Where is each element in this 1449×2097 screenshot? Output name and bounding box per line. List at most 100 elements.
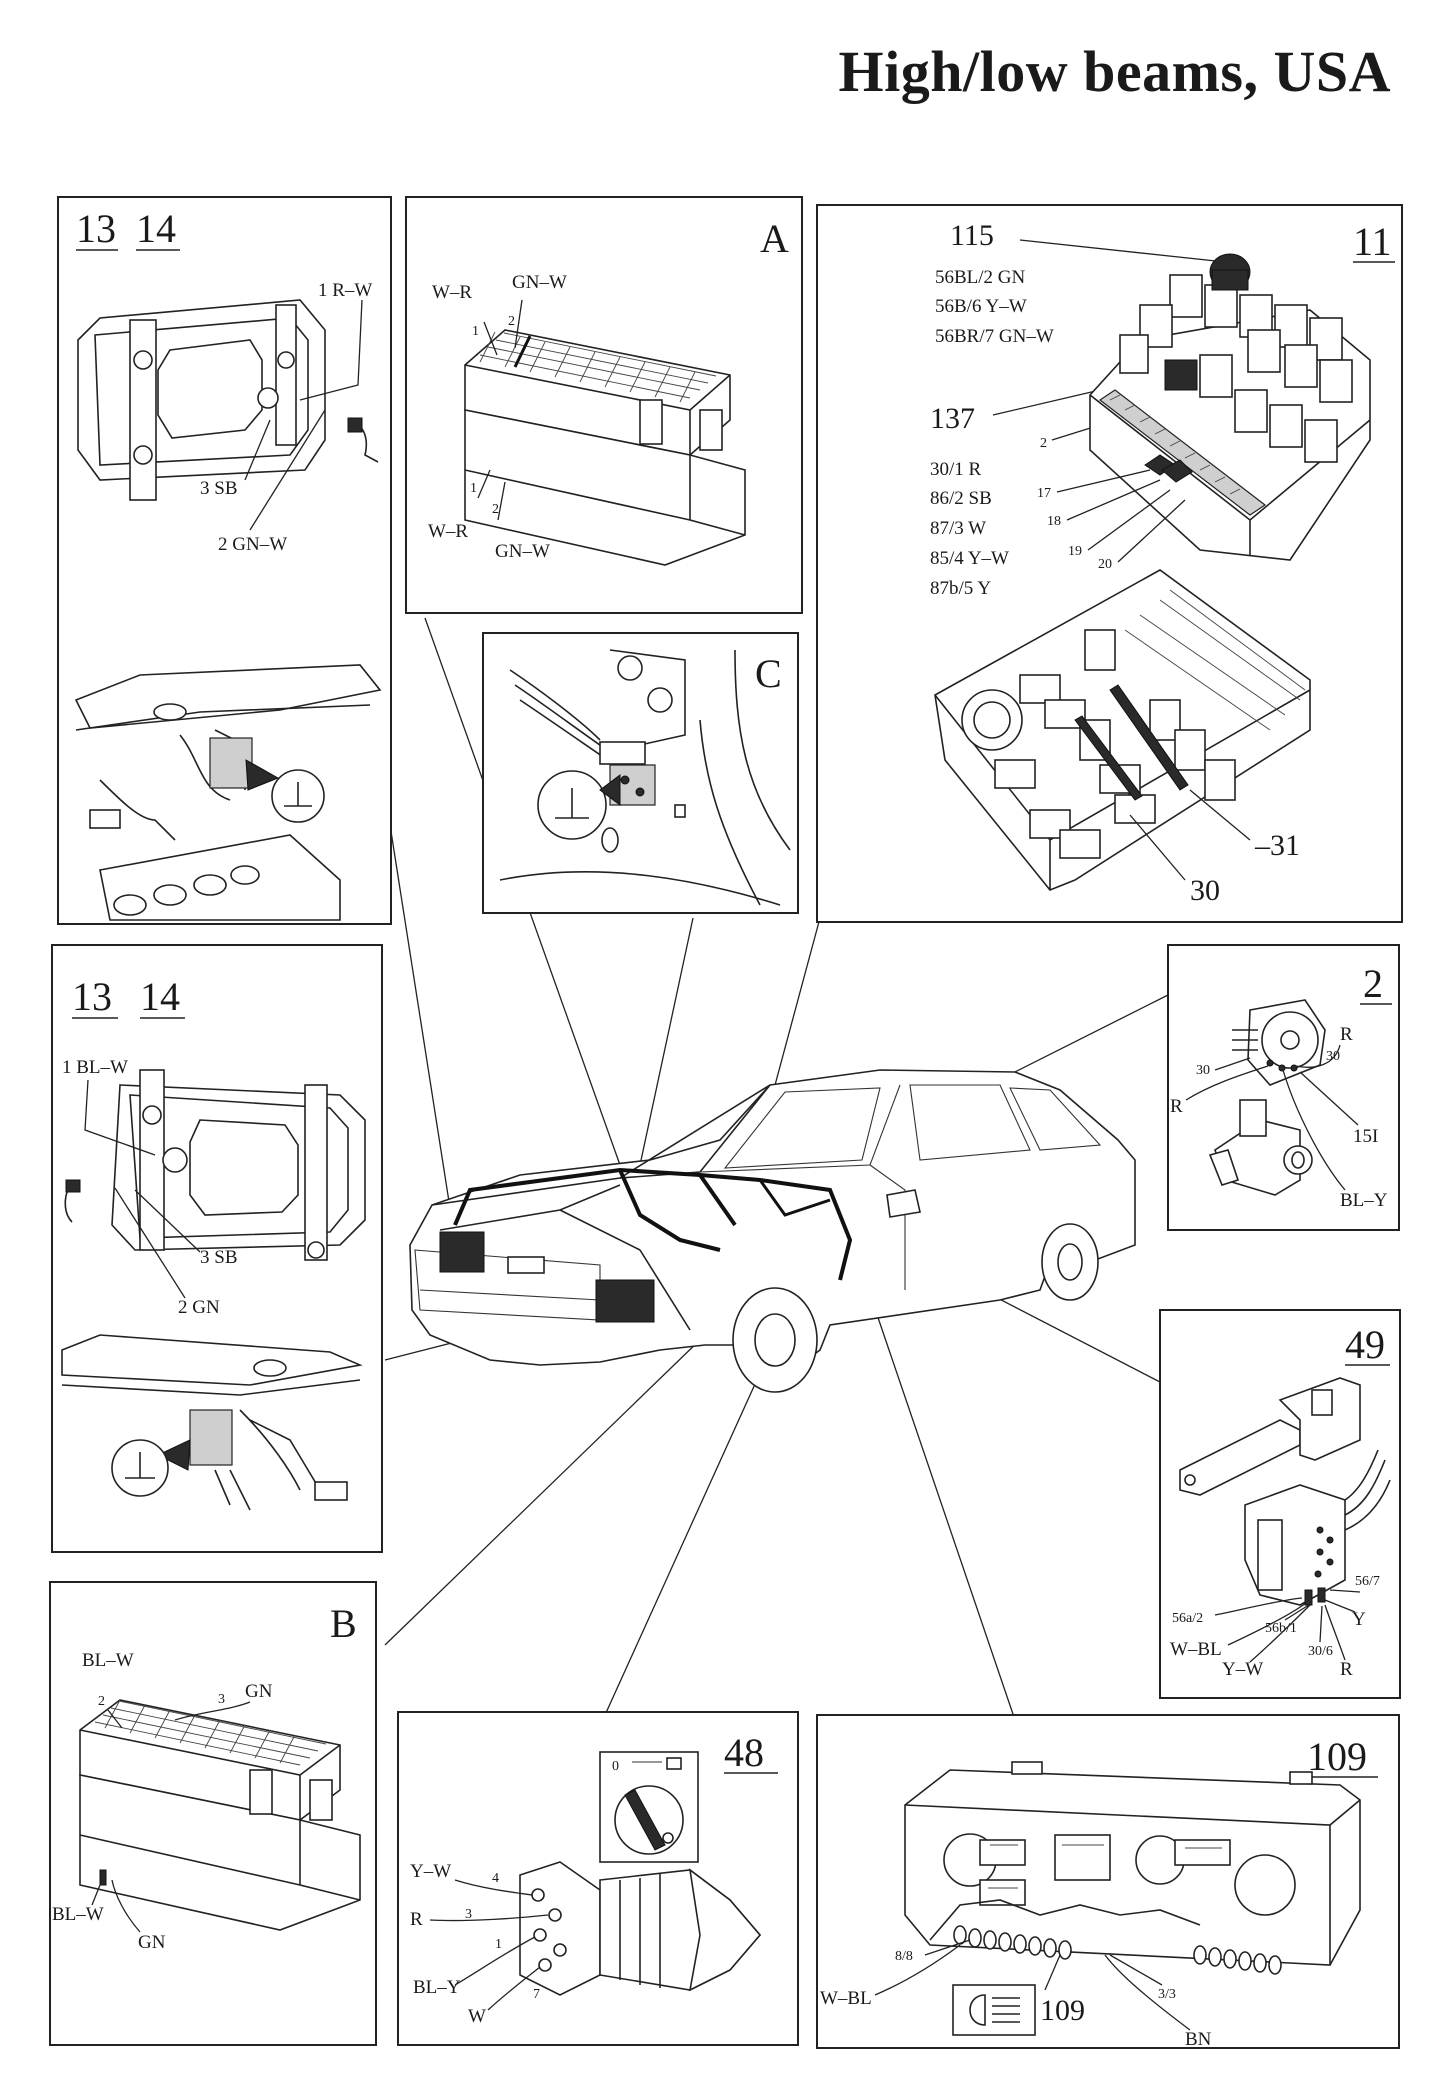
label-y-w: Y–W	[1222, 1659, 1263, 1680]
label-bl-y: BL–Y	[413, 1977, 461, 1998]
dimmer-switch-drawing	[1179, 1377, 1391, 1606]
label-w-bl: W–BL	[820, 1988, 872, 2009]
fuse-range-30: 30	[1190, 874, 1220, 907]
relay-137-marker: 2	[1040, 436, 1047, 451]
component-id-b: B	[330, 1601, 357, 1646]
relay-137-pin-4: 85/4 Y–W	[930, 548, 1009, 569]
relay-number-137: 137	[930, 402, 975, 435]
pin-7: 7	[533, 1987, 540, 2002]
wire-label-gn-top: GN	[245, 1681, 273, 1702]
ignition-switch-drawing	[1208, 999, 1326, 1196]
component-id-109: 109	[1307, 1734, 1367, 1779]
ground-point-view	[499, 649, 791, 906]
label-8-8: 8/8	[895, 1949, 913, 1964]
headlamp-unit	[64, 1069, 366, 1261]
indicator-number-109: 109	[1040, 1994, 1085, 2027]
label-30-6: 30/6	[1308, 1644, 1333, 1659]
relay-115-pin-3: 56BR/7 GN–W	[935, 326, 1054, 347]
label-3-3: 3/3	[1158, 1987, 1176, 2002]
wire-label-blw-bottom: BL–W	[52, 1904, 104, 1925]
wire-label-1-blw: 1 BL–W	[62, 1057, 128, 1078]
ground-symbol-icon	[555, 788, 589, 819]
wire-label-3-sb: 3 SB	[200, 478, 238, 499]
wire-label-2-gnw: 2 GN–W	[218, 534, 287, 555]
relay-137-pin-1: 30/1 R	[930, 459, 982, 480]
relay-137-pin-3: 87/3 W	[930, 518, 986, 539]
component-id-49: 49	[1345, 1322, 1385, 1367]
wire-label-wr-top: W–R	[432, 282, 472, 303]
wire-label-gnw-top: GN–W	[512, 272, 567, 293]
pin-2: 2	[98, 1694, 105, 1709]
label-r: R	[410, 1909, 423, 1930]
component-id-13: 13	[72, 974, 112, 1019]
wire-label-gnw-bottom: GN–W	[495, 541, 550, 562]
multi-pin-connector	[79, 1699, 361, 1931]
ground-symbol-icon	[284, 782, 312, 807]
wire-label-2-gn: 2 GN	[178, 1297, 220, 1318]
label-56b-1: 56b/1	[1265, 1621, 1297, 1636]
relay-number-115: 115	[950, 219, 994, 252]
panel-headlight-right: 13 14 1 BL–W 3 SB 2 GN	[51, 944, 383, 1553]
label-r-left: R	[1170, 1096, 1183, 1117]
component-id-14: 14	[136, 206, 176, 251]
pin-4: 4	[492, 1871, 499, 1886]
label-w: W	[468, 2006, 486, 2027]
relay-137-pin-2: 86/2 SB	[930, 488, 992, 509]
component-id-13: 13	[76, 206, 116, 251]
panel-light-switch: 48 0 Y–W 4 R 3 1 BL–Y	[397, 1711, 799, 2046]
panel-ground-c: C	[482, 632, 799, 914]
panel-dimmer-switch: 49 56/7 56a/2 56b/1 Y W–BL 30/6	[1159, 1309, 1401, 1699]
label-y-w: Y–W	[410, 1861, 451, 1882]
component-id-14: 14	[140, 974, 180, 1019]
instrument-cluster-drawing	[904, 1761, 1361, 1975]
fuse-label-19: 19	[1068, 544, 1082, 559]
dial-mark-off: 0	[612, 1759, 619, 1774]
label-56a-2: 56a/2	[1172, 1611, 1203, 1626]
pin-1-top: 1	[472, 324, 479, 339]
engine-bay-ground-view	[61, 1334, 363, 1511]
switch-dial-icon: 0	[599, 1751, 699, 1863]
wire-label-gn-bottom: GN	[138, 1932, 166, 1953]
label-15i: 15I	[1353, 1126, 1378, 1147]
wire-label-3-sb: 3 SB	[200, 1247, 238, 1268]
relay-115-pin-1: 56BL/2 GN	[935, 267, 1026, 288]
label-30-left: 30	[1196, 1063, 1210, 1078]
page-title: High/low beams, USA	[838, 39, 1391, 104]
label-r: R	[1340, 1659, 1353, 1680]
wire-label-wr-bottom: W–R	[428, 521, 468, 542]
label-bl-y: BL–Y	[1340, 1190, 1388, 1211]
relay-cubes	[1119, 274, 1353, 463]
panel-ignition-switch: 2 R 30 30 R 15I BL–Y	[1167, 944, 1400, 1231]
fuse-label-18: 18	[1047, 514, 1061, 529]
panel-connector-a: A W–R GN–W 1 2 W–R GN–W 1 2	[405, 196, 803, 614]
label-w-bl: W–BL	[1170, 1639, 1222, 1660]
pin-3: 3	[218, 1692, 225, 1707]
component-id-a: A	[760, 216, 789, 261]
label-56-7: 56/7	[1355, 1574, 1380, 1589]
pin-3: 3	[465, 1907, 472, 1922]
panel-relay-box: 11 115 56BL/2 GN 56B/6 Y–W 56BR/7 GN–W 1…	[816, 204, 1403, 923]
component-id-2: 2	[1363, 961, 1383, 1006]
wire-label-1-rw: 1 R–W	[318, 280, 372, 301]
pin-2-bottom: 2	[492, 502, 499, 517]
pin-1-bottom: 1	[470, 481, 477, 496]
component-id-11: 11	[1353, 219, 1392, 264]
multi-pin-connector	[464, 329, 746, 566]
panel-instrument-cluster: 109	[816, 1714, 1400, 2050]
car-illustration	[409, 1069, 1136, 1393]
component-id-48: 48	[724, 1730, 764, 1775]
label-r-right: R	[1340, 1024, 1353, 1045]
fuse-label-20: 20	[1098, 557, 1112, 572]
component-id-c: C	[755, 651, 782, 696]
fuse-block-bottom	[934, 569, 1311, 891]
headlight-indicator-icon	[952, 1984, 1036, 2036]
panel-headlight-left: 13 14 1 R–W 3 SB 2 GN–W	[57, 196, 392, 925]
relay-115-pin-2: 56B/6 Y–W	[935, 296, 1027, 317]
pin-2-top: 2	[508, 314, 515, 329]
label-y: Y	[1352, 1609, 1366, 1630]
rotary-switch-drawing	[519, 1861, 762, 1996]
ground-symbol-icon	[125, 1452, 155, 1479]
wire-label-blw-top: BL–W	[82, 1650, 134, 1671]
fuse-range-31: –31	[1254, 829, 1300, 862]
